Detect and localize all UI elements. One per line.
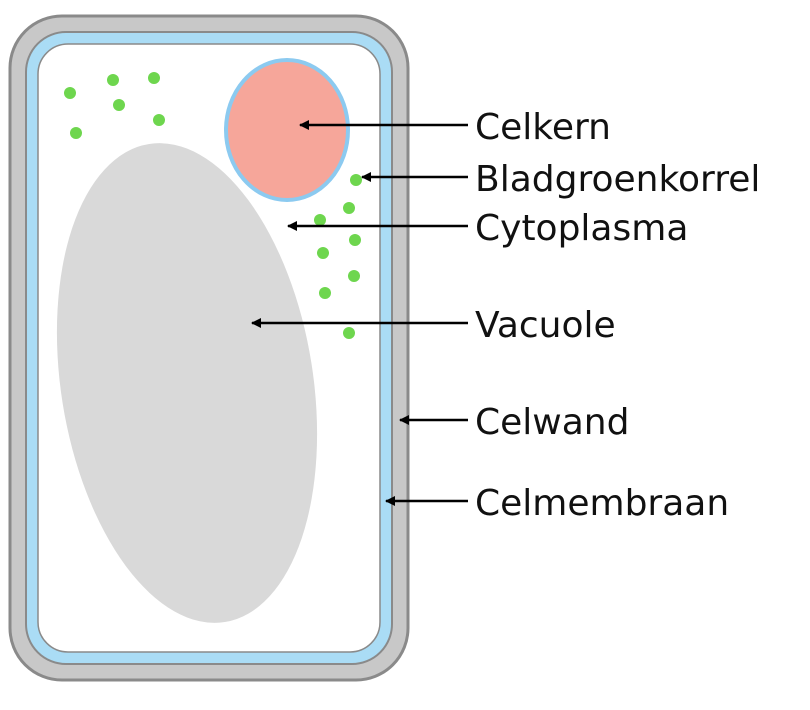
chloroplast xyxy=(148,72,160,84)
chloroplast xyxy=(350,174,362,186)
vacuole xyxy=(56,143,318,623)
label-chloroplast: Bladgroenkorrel xyxy=(475,159,760,200)
chloroplast xyxy=(319,287,331,299)
nucleus xyxy=(224,58,350,202)
chloroplast xyxy=(317,247,329,259)
label-vacuole: Vacuole xyxy=(475,305,616,346)
chloroplast xyxy=(113,99,125,111)
chloroplast xyxy=(314,214,326,226)
leader-lines xyxy=(251,120,468,506)
label-cytoplasm: Cytoplasma xyxy=(475,208,688,249)
chloroplast xyxy=(153,114,165,126)
chloroplasts xyxy=(64,72,362,339)
label-cell-wall: Celwand xyxy=(475,402,629,443)
chloroplast xyxy=(343,327,355,339)
chloroplast xyxy=(343,202,355,214)
label-cell-membrane: Celmembraan xyxy=(475,483,729,524)
chloroplast xyxy=(348,270,360,282)
chloroplast xyxy=(70,127,82,139)
chloroplast xyxy=(107,74,119,86)
chloroplast xyxy=(64,87,76,99)
label-nucleus: Celkern xyxy=(475,107,611,148)
chloroplast xyxy=(349,234,361,246)
